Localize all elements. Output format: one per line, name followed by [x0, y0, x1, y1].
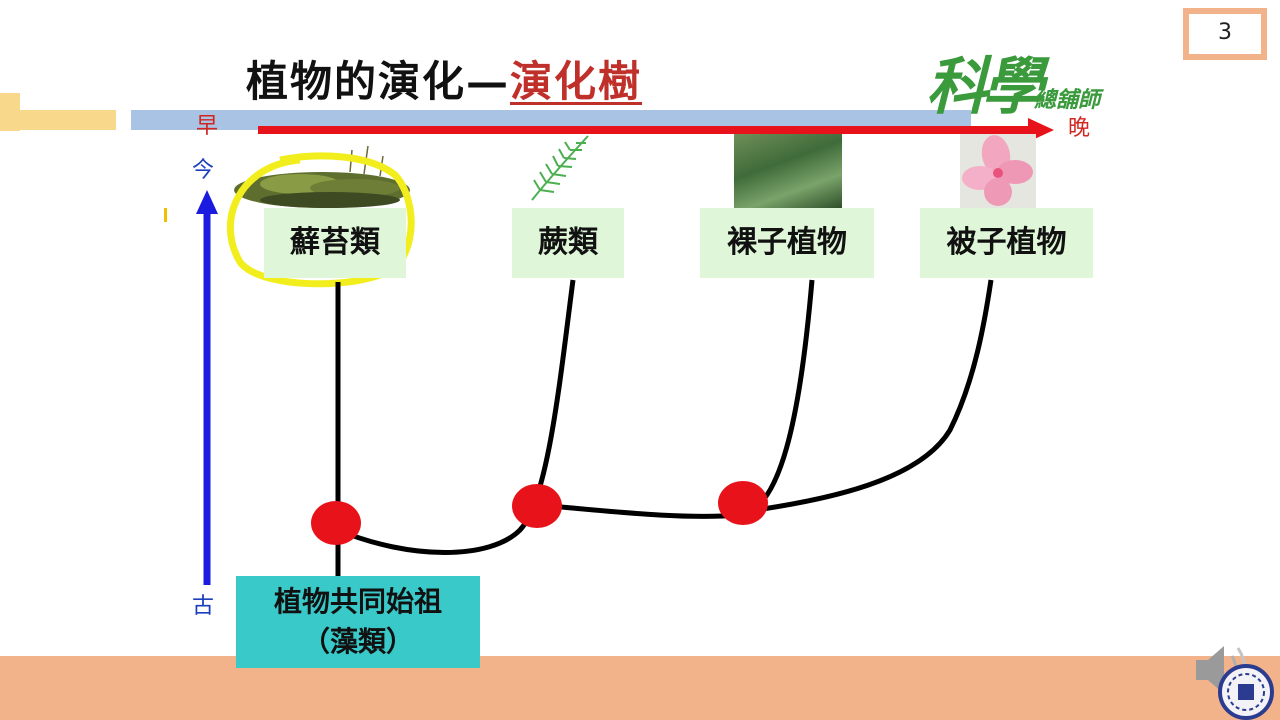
group-box-angiosperm: 被子植物: [920, 208, 1093, 278]
tree-branches: [335, 279, 994, 576]
logo-sub: 總舖師: [1034, 87, 1101, 113]
school-emblem-icon: [1218, 664, 1274, 720]
label-now: 今: [192, 158, 215, 183]
title-highlight: 演化樹: [510, 57, 643, 106]
yellow-tick-mark: [164, 208, 167, 222]
bottom-right-icons: [1196, 646, 1274, 720]
floor-band: [0, 656, 1280, 720]
ancestor-line1: 植物共同始祖: [273, 585, 442, 618]
title-main: 植物的演化—: [246, 57, 511, 106]
group-box-moss: 蘚苔類: [264, 208, 406, 278]
branch-angiosperm: [741, 279, 994, 515]
slide-number: 3: [1189, 14, 1261, 54]
label-late: 晚: [1068, 116, 1091, 141]
node-fern-split: [512, 484, 562, 528]
node-ancestor: [311, 501, 361, 545]
moss-photo: [234, 145, 410, 208]
blue-header-band: [131, 110, 971, 130]
node-seed-split: [718, 481, 768, 525]
fern-photo: [531, 135, 589, 201]
logo-main: 科學: [926, 50, 1044, 123]
group-box-gymnosperm: 裸子植物: [700, 208, 874, 278]
label-early: 早: [196, 114, 219, 139]
label-ancient: 古: [192, 594, 215, 619]
slide-number-frame: 3: [1183, 8, 1267, 60]
ancestor-box: 植物共同始祖 （藻類）: [236, 576, 480, 668]
ancestor-line2: （藻類）: [301, 625, 414, 658]
yellow-decoration: [0, 93, 20, 131]
yellow-decoration-bar: [20, 110, 116, 130]
age-arrow: [196, 190, 218, 585]
cycad-photo: [734, 134, 842, 208]
page-title: 植物的演化—演化樹: [246, 48, 642, 109]
branch-gymnosperm: [537, 279, 815, 519]
time-arrow: [258, 118, 1054, 142]
branch-fern: [337, 279, 576, 555]
group-box-fern: 蕨類: [512, 208, 624, 278]
flower-photo-art: [960, 134, 1036, 208]
